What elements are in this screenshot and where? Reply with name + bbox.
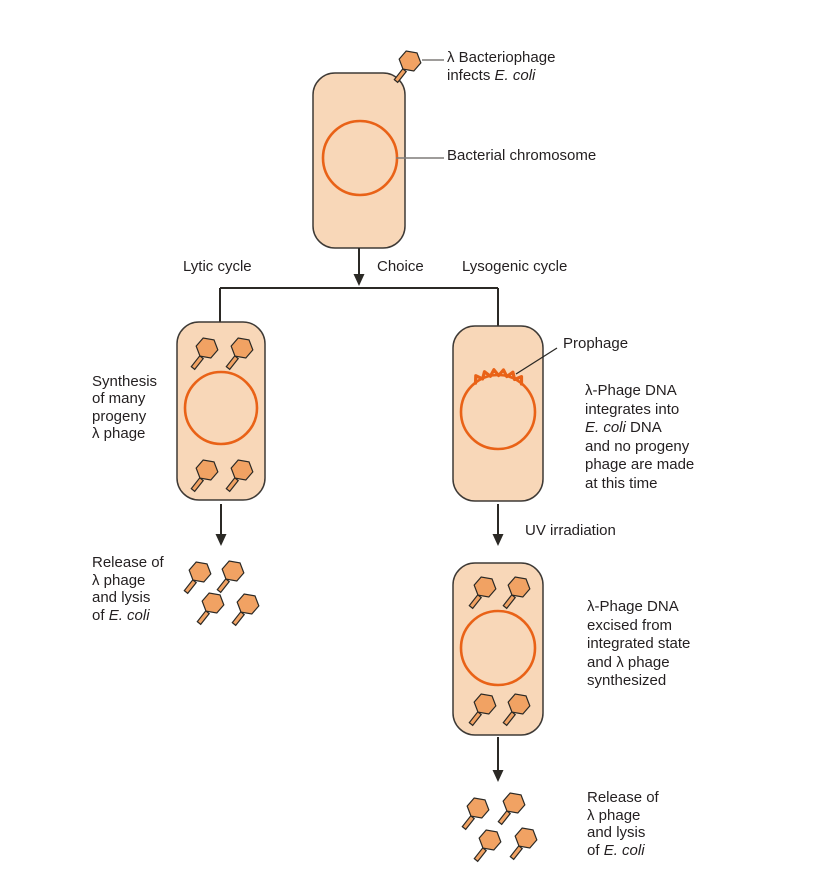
italic-text-segment: E. coli xyxy=(108,606,150,624)
text-segment: Prophage xyxy=(563,335,629,352)
phage-icon xyxy=(461,796,492,831)
text-line: of E. coli xyxy=(92,607,164,625)
initial-infection-group xyxy=(312,49,444,249)
label-bacterial-chromosome: Bacterial chromosome xyxy=(447,147,596,165)
label-release-right: Release of λ phage and lysis of E. coli xyxy=(587,789,659,860)
text-line: and lysis xyxy=(92,589,164,607)
prophage-squiggle xyxy=(473,368,524,386)
text-segment: Bacterial chromosome xyxy=(447,147,597,164)
lytic-cell-group xyxy=(176,321,266,546)
text-segment: at this time xyxy=(585,474,658,492)
text-segment: of xyxy=(587,842,604,860)
text-line: λ phage xyxy=(92,425,146,443)
label-choice: Choice xyxy=(377,258,424,276)
phage-icon xyxy=(183,560,214,595)
text-segment: DNA xyxy=(625,419,662,437)
text-line: Synthesis xyxy=(92,373,158,390)
text-segment: λ-Phage DNA xyxy=(585,382,677,399)
text-line: of many xyxy=(92,390,146,408)
released-phages-lytic xyxy=(183,559,262,627)
ecoli-cell-lytic xyxy=(176,321,266,501)
italic-text-segment: E. coli xyxy=(585,419,626,437)
text-segment: Lysogenic cycle xyxy=(462,258,568,275)
text-segment: and lysis xyxy=(587,824,646,842)
text-segment: Release of xyxy=(92,554,164,571)
released-phages-lysogenic xyxy=(461,791,540,863)
text-line: phage are made xyxy=(585,456,694,475)
phage-icon xyxy=(196,591,227,626)
text-line: λ Bacteriophage xyxy=(447,49,555,67)
text-segment: infects xyxy=(447,67,495,84)
text-line: λ phage xyxy=(587,807,659,825)
text-segment: Choice xyxy=(377,258,424,275)
text-segment: λ Bacteriophage xyxy=(447,49,556,66)
text-line: infects E. coli xyxy=(447,67,555,85)
text-line: and lysis xyxy=(587,824,659,842)
bacterial-chromosome-circle xyxy=(459,609,537,687)
text-line: progeny xyxy=(92,407,147,425)
text-line: excised from xyxy=(587,616,673,634)
phage-icon xyxy=(231,592,262,627)
ecoli-cell-induced xyxy=(452,562,544,736)
italic-text-segment: E. coli xyxy=(494,67,536,84)
prophage-leader-line xyxy=(515,347,558,375)
text-line: integrated state xyxy=(587,635,691,652)
label-lytic-cycle: Lytic cycle xyxy=(183,258,252,276)
ecoli-cell-initial xyxy=(312,72,406,249)
bacterial-chromosome-circle xyxy=(183,370,259,446)
label-prophage: Prophage xyxy=(563,335,628,353)
lysogenic-cell-group xyxy=(452,325,558,546)
label-synthesis: Synthesis of many progeny λ phage xyxy=(92,373,157,443)
text-line: Release of xyxy=(92,554,164,572)
branch-line xyxy=(219,287,499,326)
phage-icon xyxy=(393,49,424,84)
text-line: λ phage xyxy=(92,572,164,590)
text-line: λ-Phage DNA xyxy=(587,598,679,615)
label-integrates: λ-Phage DNA integrates into E. coli DNA … xyxy=(585,382,694,494)
text-segment: λ phage xyxy=(92,571,146,589)
text-line: Release of xyxy=(587,789,659,807)
text-segment: of xyxy=(92,606,109,624)
text-segment: Lytic cycle xyxy=(183,258,252,275)
text-segment: integrates into xyxy=(585,400,680,418)
phage-icon xyxy=(497,791,528,826)
text-segment: and lysis xyxy=(92,589,151,606)
text-segment: and no progeny xyxy=(585,437,690,455)
text-segment: λ phage xyxy=(587,806,641,824)
induced-cell-group xyxy=(452,562,544,782)
label-excised: λ-Phage DNA excised from integrated stat… xyxy=(587,598,690,691)
text-line: λ-Phage DNA xyxy=(585,382,694,401)
text-line: synthesized xyxy=(587,672,667,689)
text-segment: phage are made xyxy=(585,456,695,474)
label-lysogenic-cycle: Lysogenic cycle xyxy=(462,258,567,276)
text-segment: UV irradiation xyxy=(525,522,616,539)
text-line: at this time xyxy=(585,475,694,494)
ecoli-cell-lysogenic xyxy=(452,325,544,502)
text-line: E. coli DNA xyxy=(585,419,694,438)
italic-text-segment: E. coli xyxy=(603,842,645,860)
phage-icon xyxy=(473,828,504,863)
phage-icon xyxy=(216,559,247,594)
text-line: of E. coli xyxy=(587,842,659,860)
label-bacteriophage-infects: λ Bacteriophage infects E. coli xyxy=(447,49,555,85)
label-uv-irradiation: UV irradiation xyxy=(525,522,616,540)
text-line: and no progeny xyxy=(585,438,694,457)
text-line: and λ phage xyxy=(587,653,670,671)
phage-icon xyxy=(509,826,540,861)
text-line: integrates into xyxy=(585,401,694,420)
choice-branch-group xyxy=(219,248,499,326)
label-release-left: Release of λ phage and lysis of E. coli xyxy=(92,554,164,624)
text-segment: Release of xyxy=(587,789,659,806)
